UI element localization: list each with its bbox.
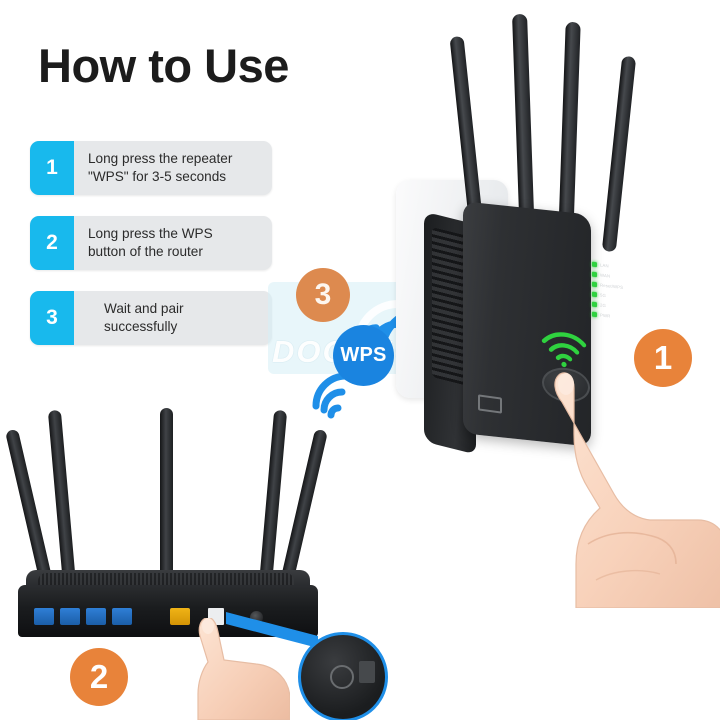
router-port-lan4 — [112, 608, 132, 625]
repeater-led-panel: LAN WAN Reset/WPS 5G 2G PWR — [592, 260, 636, 325]
wps-button-callout — [298, 632, 388, 720]
repeater-port-icon — [478, 394, 502, 414]
router-port-lan1 — [34, 608, 54, 625]
led-indicator-icon — [592, 311, 597, 318]
led-indicator-icon — [592, 271, 597, 278]
step-marker-2: 2 — [70, 648, 128, 706]
callout-port-slot — [359, 661, 375, 683]
led-label: Reset/WPS — [600, 282, 624, 290]
router-port-lan2 — [60, 608, 80, 625]
led-indicator-icon — [592, 261, 597, 268]
step-marker-1: 1 — [634, 329, 692, 387]
step-text-2: Long press the WPS button of the router — [88, 226, 213, 259]
step-text-3: Wait and pair successfully — [104, 301, 184, 334]
hand-pressing-router — [197, 618, 290, 720]
pairing-marker-3: 3 — [296, 268, 350, 322]
led-label: 2G — [600, 302, 606, 309]
callout-wps-button-icon — [330, 665, 354, 689]
step-number-badge-2: 2 — [30, 216, 74, 270]
step-number-badge-1: 1 — [30, 141, 74, 195]
page-title: How to Use — [38, 39, 289, 92]
router-port-lan3 — [86, 608, 106, 625]
step-number-badge-3: 3 — [30, 291, 74, 345]
router-antenna-3 — [160, 408, 173, 598]
repeater-antenna-4 — [601, 55, 637, 253]
step-item-1: 1 Long press the repeater "WPS" for 3-5 … — [30, 141, 272, 195]
wps-emblem: WPS — [333, 325, 394, 386]
step-item-3: 3 Wait and pair successfully — [30, 291, 272, 345]
step-text-1: Long press the repeater "WPS" for 3-5 se… — [88, 151, 233, 184]
led-indicator-icon — [592, 281, 597, 288]
led-label: WAN — [600, 272, 611, 279]
hand-pressing-repeater — [554, 372, 720, 608]
router-port-wan — [170, 608, 190, 625]
step-item-2: 2 Long press the WPS button of the route… — [30, 216, 272, 270]
repeater-wifi-icon — [541, 332, 587, 368]
led-label: LAN — [600, 262, 609, 269]
led-indicator-icon — [592, 301, 597, 308]
led-label: 5G — [600, 292, 606, 299]
repeater-antenna-3 — [558, 21, 581, 237]
router-vent-mesh — [38, 573, 294, 587]
led-label: PWR — [600, 312, 611, 319]
led-indicator-icon — [592, 291, 597, 298]
